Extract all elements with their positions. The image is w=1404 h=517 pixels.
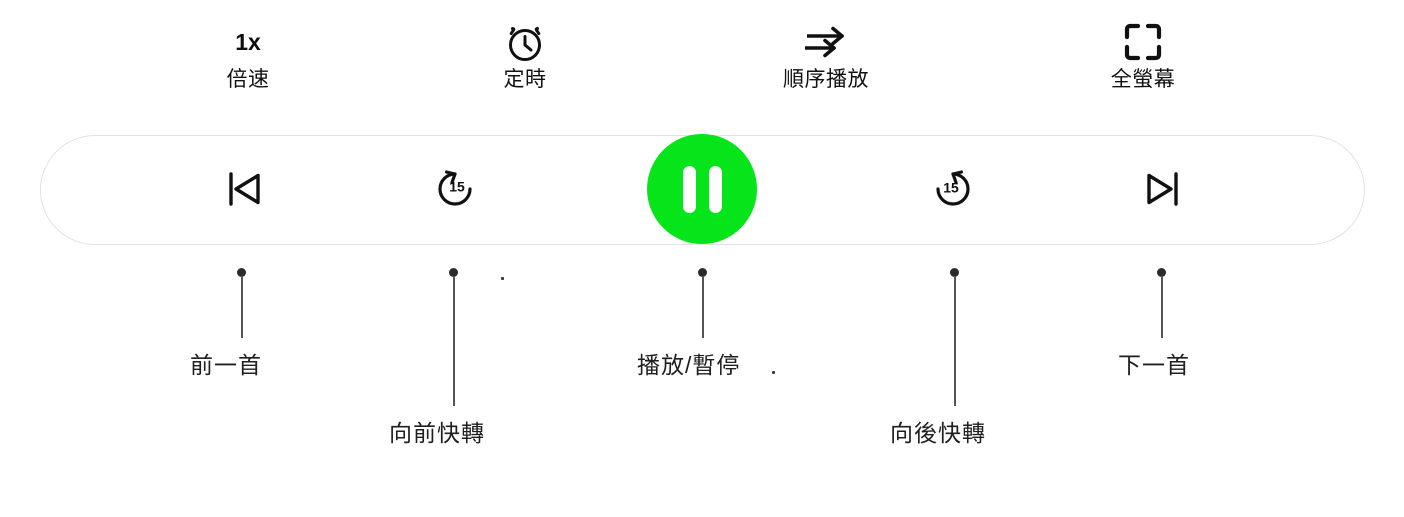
pause-bar-right — [708, 165, 722, 213]
callout-label-next: 下一首 — [1118, 352, 1190, 378]
rewind-badge-value: 15 — [449, 178, 465, 194]
forward-15-button[interactable]: 15 — [908, 136, 998, 246]
alarm-clock-icon — [502, 18, 548, 66]
callout-dot-forward — [950, 268, 959, 277]
callout-line-previous — [241, 276, 243, 338]
rewind-15-button[interactable]: 15 — [410, 136, 500, 246]
callout-label-previous: 前一首 — [190, 352, 262, 378]
pause-icon — [682, 165, 722, 213]
callout-label-play-pause: 播放/暫停 — [637, 352, 741, 378]
callout-dot-play-pause — [698, 268, 707, 277]
rewind-15-icon: 15 — [432, 166, 478, 217]
top-option-timer[interactable]: 定時 — [445, 18, 605, 92]
forward-badge-value: 15 — [943, 179, 959, 195]
top-option-label-timer: 定時 — [503, 68, 547, 91]
artifact-speck-lower — [772, 371, 775, 374]
fullscreen-icon — [1121, 18, 1165, 66]
play-pause-button[interactable] — [647, 134, 757, 244]
top-option-speed[interactable]: 1x 倍速 — [168, 18, 328, 92]
previous-track-button[interactable] — [198, 136, 288, 246]
callout-line-rewind — [453, 276, 455, 406]
callout-line-next — [1161, 276, 1163, 338]
artifact-speck-upper — [501, 277, 504, 280]
sequential-play-icon — [799, 18, 853, 66]
callout-dot-next — [1157, 268, 1166, 277]
callout-dot-rewind — [449, 268, 458, 277]
callout-dot-previous — [237, 268, 246, 277]
forward-15-icon: 15 — [930, 166, 976, 217]
top-option-label-fullscreen: 全螢幕 — [1110, 68, 1176, 91]
top-option-play-order[interactable]: 順序播放 — [746, 18, 906, 92]
speed-value: 1x — [235, 28, 261, 55]
top-option-label-play-order: 順序播放 — [783, 68, 869, 91]
callout-label-rewind: 向前快轉 — [389, 420, 485, 446]
next-track-icon — [1141, 165, 1187, 218]
callout-line-play-pause — [702, 276, 704, 338]
pause-bar-left — [682, 165, 696, 213]
previous-track-icon — [220, 165, 266, 218]
speed-1x-icon: 1x — [235, 18, 261, 66]
callout-label-forward: 向後快轉 — [890, 420, 986, 446]
next-track-button[interactable] — [1119, 136, 1209, 246]
top-option-label-speed: 倍速 — [226, 68, 270, 91]
top-option-fullscreen[interactable]: 全螢幕 — [1063, 18, 1223, 92]
callout-line-forward — [954, 276, 956, 406]
